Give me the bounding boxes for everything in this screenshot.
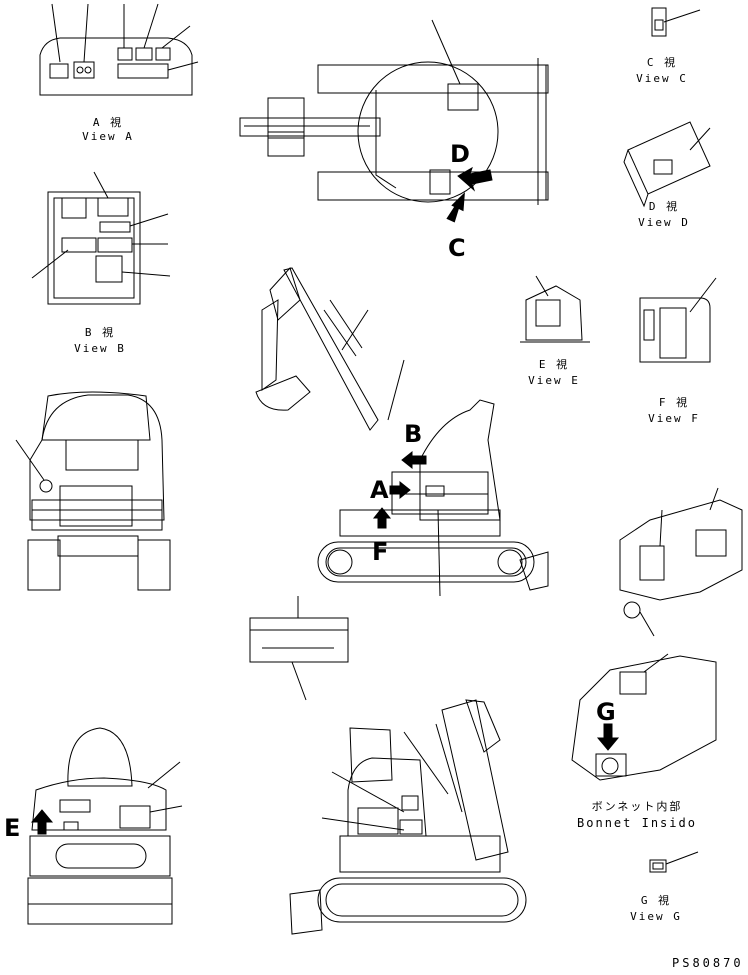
view-g-kanji: G 視 [640, 894, 672, 907]
marker-c: C [448, 234, 466, 262]
label-block [249, 596, 349, 701]
view-e-detail [520, 275, 590, 343]
marker-b: B [404, 420, 423, 448]
view-g-component [649, 851, 699, 873]
view-b-panel [31, 171, 171, 305]
view-a-panel [39, 3, 199, 96]
view-g-arrow [596, 723, 620, 751]
view-f-kanji: F 視 [658, 396, 690, 409]
drawing-code: PS80870 [672, 956, 744, 970]
bonnet-label: Bonnet Insido [577, 816, 697, 830]
marker-d: D [450, 140, 470, 168]
view-c-kanji: C 視 [646, 56, 678, 69]
view-d-box [623, 121, 711, 208]
view-c-component [651, 7, 701, 37]
view-f-panel [639, 277, 717, 363]
excavator-rear-three-quarter-view [289, 699, 527, 935]
view-a-kanji: A 視 [92, 116, 124, 129]
view-a-arrow [389, 480, 411, 500]
view-d-label: View D [638, 216, 690, 229]
marker-e: E [4, 814, 21, 842]
view-f-arrow [372, 507, 392, 529]
excavator-rear-view [15, 391, 171, 591]
view-e-kanji: E 視 [538, 358, 570, 371]
excavator-top-view [239, 19, 549, 205]
view-e-arrow [30, 809, 54, 835]
view-e-label: View E [528, 374, 580, 387]
marker-a: A [370, 476, 389, 504]
view-d-kanji: D 視 [648, 200, 680, 213]
view-b-arrow [401, 450, 427, 470]
bonnet-japanese: ボンネット内部 [591, 800, 683, 813]
excavator-front-view [27, 727, 183, 925]
view-f-label: View F [648, 412, 700, 425]
excavator-side-view [255, 267, 549, 597]
view-d-arrow [457, 166, 493, 192]
view-b-label: View B [74, 342, 126, 355]
marker-g: G [596, 698, 616, 726]
marker-f: F [372, 538, 389, 566]
view-g-label: View G [630, 910, 682, 923]
view-c-arrow [446, 192, 465, 223]
view-b-kanji: B 視 [84, 326, 116, 339]
view-c-label: View C [636, 72, 688, 85]
bonnet-detail [571, 487, 743, 781]
view-a-label: View A [82, 130, 134, 143]
